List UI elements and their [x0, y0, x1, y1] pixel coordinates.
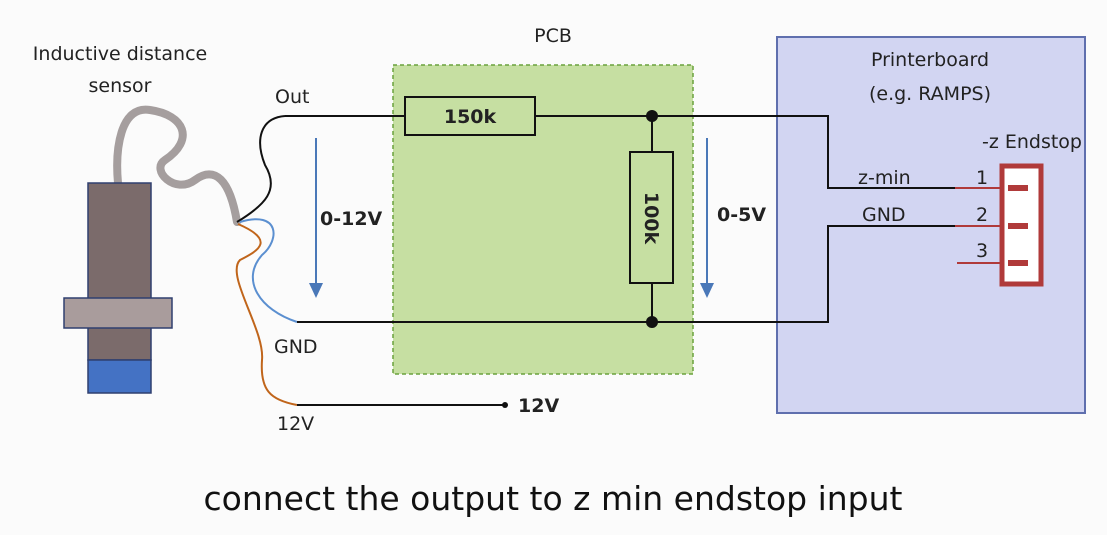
- out-label: Out: [275, 86, 309, 108]
- printerboard-title-line1: Printerboard: [871, 49, 989, 71]
- pin-3: [1008, 260, 1028, 266]
- sensor-title-line2: sensor: [89, 75, 152, 97]
- pin-gnd-label: GND: [862, 204, 906, 226]
- arrow-head-right-icon: [700, 283, 714, 298]
- v12-label: 12V: [277, 413, 314, 435]
- node-bottom: [646, 316, 658, 328]
- resistor-100k: [629, 151, 674, 284]
- connector-title: -z Endstop: [982, 131, 1082, 153]
- output-voltage-label: 0-5V: [717, 204, 766, 226]
- sensor-flange: [63, 297, 173, 329]
- resistor-100k-label: 100k: [640, 192, 662, 245]
- pin-3-label: 3: [976, 240, 988, 262]
- gnd-label: GND: [274, 336, 318, 358]
- gnd-wire: [239, 218, 298, 323]
- sensor-tip: [87, 359, 152, 394]
- printerboard-title-line2: (e.g. RAMPS): [869, 83, 991, 105]
- sensor-body: [87, 182, 152, 361]
- resistor-150k-label: 150k: [444, 106, 497, 128]
- out-line: [285, 115, 955, 189]
- node-top: [646, 110, 658, 122]
- input-voltage-label: 0-12V: [320, 208, 383, 230]
- v12-wire: [235, 223, 298, 406]
- arrow-head-left-icon: [309, 283, 323, 298]
- sensor-cable: [113, 105, 241, 226]
- gnd-line: [297, 225, 955, 323]
- v12-terminal-label: 12V: [518, 395, 559, 417]
- caption: connect the output to z min endstop inpu…: [204, 479, 903, 518]
- out-wire: [236, 115, 286, 223]
- pin-1-label: 1: [976, 167, 988, 189]
- pcb-title: PCB: [534, 25, 572, 47]
- pin-2: [1008, 223, 1028, 229]
- pin-1: [1008, 185, 1028, 191]
- pin-2-label: 2: [976, 204, 988, 226]
- resistor-150k: [404, 96, 536, 136]
- sensor-title-line1: Inductive distance: [33, 43, 207, 65]
- pin-zmin-label: z-min: [858, 167, 911, 189]
- v12-terminal: [502, 402, 508, 408]
